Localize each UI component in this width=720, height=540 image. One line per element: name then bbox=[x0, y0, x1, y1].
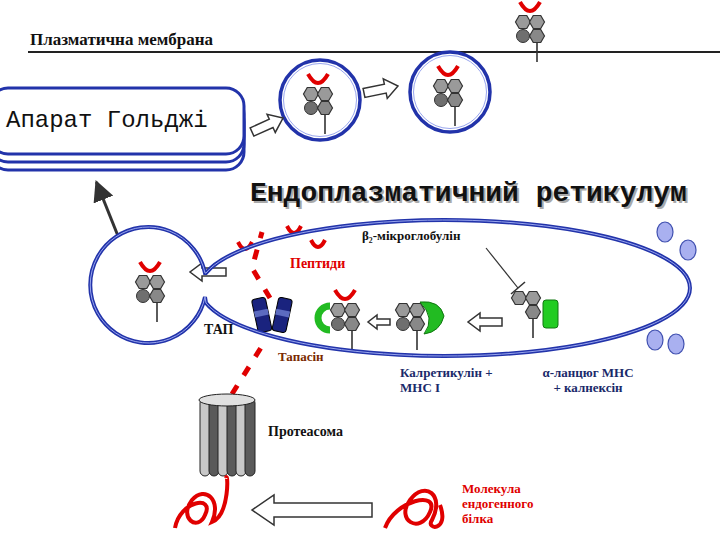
hexagon-domain bbox=[331, 304, 346, 317]
peptide bbox=[335, 290, 355, 299]
er-label: Ендоплазматичний ретикулум bbox=[250, 178, 687, 210]
tap-transporter bbox=[251, 297, 272, 333]
mhc-stem bbox=[454, 104, 456, 126]
hexagon-domain bbox=[150, 290, 165, 303]
protein-entering bbox=[175, 477, 227, 528]
hexagon-domain bbox=[448, 94, 463, 107]
hexagon-domain bbox=[410, 304, 425, 317]
hexagon-domain bbox=[526, 306, 541, 319]
hexagon-domain bbox=[318, 102, 333, 115]
hexagon-domain bbox=[530, 16, 545, 29]
beta2-microglobulin bbox=[657, 222, 673, 242]
block-arrow bbox=[368, 315, 390, 329]
calreticulin bbox=[420, 302, 444, 334]
hexagon-domain bbox=[136, 276, 151, 289]
hexagon-domain bbox=[512, 292, 527, 305]
tap-subunit bbox=[272, 297, 293, 333]
hexagon-domain bbox=[434, 80, 449, 93]
mhc-stem bbox=[156, 300, 158, 322]
hexagon-domain bbox=[530, 30, 545, 43]
mhc-molecule bbox=[304, 74, 333, 134]
hexagon-domain bbox=[345, 318, 360, 331]
inhibition-line bbox=[486, 248, 518, 288]
peptide-path bbox=[232, 346, 262, 394]
hexagon-domain bbox=[304, 88, 319, 101]
inhibition-bar bbox=[511, 282, 525, 294]
endoplasmic-reticulum: Ендоплазматичний ретикулум bbox=[88, 178, 700, 360]
er-membrane bbox=[90, 220, 690, 356]
mhc-molecule bbox=[512, 292, 541, 338]
mhc-molecule bbox=[434, 66, 463, 126]
beta2-microglobulin bbox=[647, 330, 663, 350]
mhc-molecule bbox=[136, 262, 165, 322]
mhc-stem bbox=[536, 40, 538, 62]
hexagon-domain bbox=[516, 16, 531, 29]
hexagon-domain bbox=[526, 292, 541, 305]
hexagon-domain bbox=[396, 304, 411, 317]
beta2-domain bbox=[435, 94, 448, 107]
hexagon-domain bbox=[318, 88, 333, 101]
vesicle bbox=[280, 60, 360, 140]
er-membrane-inner bbox=[90, 220, 690, 356]
golgi-cisterna bbox=[0, 88, 244, 154]
beta2-microglobulin bbox=[680, 240, 696, 260]
tap-band bbox=[275, 309, 290, 318]
proteasome bbox=[199, 394, 255, 476]
block-arrow bbox=[248, 109, 287, 141]
block-arrow bbox=[468, 313, 502, 331]
hexagon-domain bbox=[410, 318, 425, 331]
tapasin bbox=[318, 306, 330, 330]
vesicle-inner bbox=[284, 64, 357, 137]
plasma-membrane bbox=[28, 51, 720, 53]
mhc-stem bbox=[416, 328, 418, 350]
calreticulin-label: Калретикулін + МНС I bbox=[400, 366, 496, 396]
mhc-stem bbox=[532, 316, 534, 338]
beta2-microglobulin bbox=[668, 334, 684, 354]
proteasome-label: Протеасома bbox=[268, 424, 343, 440]
beta2-domain bbox=[305, 102, 318, 115]
mhc-molecule bbox=[516, 2, 545, 62]
vesicle-inner bbox=[414, 56, 487, 129]
proteasome-ring bbox=[245, 398, 255, 476]
mhc-molecule bbox=[396, 304, 425, 350]
peptide bbox=[520, 2, 540, 11]
peptide bbox=[438, 66, 458, 75]
peptide bbox=[311, 240, 325, 247]
peptide bbox=[140, 262, 160, 271]
membrane-label: Плазматична мембрана bbox=[30, 30, 213, 50]
tap-subunit bbox=[251, 297, 272, 333]
beta2-domain bbox=[332, 318, 345, 331]
endogenous-protein bbox=[385, 491, 442, 528]
hexagon-domain bbox=[448, 80, 463, 93]
tap-transporter bbox=[272, 297, 293, 333]
golgi-label: Апарат Гольджі bbox=[6, 107, 208, 135]
mhc-molecule bbox=[331, 290, 360, 350]
proteasome-top bbox=[199, 394, 255, 406]
mhc-stem bbox=[324, 112, 326, 134]
calnexin bbox=[543, 300, 558, 328]
protein-label: Молекула ендогенного білка bbox=[462, 482, 558, 527]
calnexin-label: α-ланцюг МНС + калнексін bbox=[540, 366, 636, 396]
block-arrow bbox=[362, 76, 400, 103]
tap-band bbox=[254, 309, 269, 318]
hexagon-domain bbox=[150, 276, 165, 289]
beta2-domain bbox=[397, 318, 410, 331]
peptide-label: Пептиди bbox=[290, 256, 345, 272]
hexagon-domain bbox=[345, 304, 360, 317]
mhc-stem bbox=[351, 328, 353, 350]
block-arrow bbox=[252, 495, 372, 525]
tapasin-label: Тапасін bbox=[278, 350, 324, 365]
peptide bbox=[308, 74, 328, 83]
beta2-domain bbox=[137, 290, 150, 303]
golgi-apparatus: Апарат Гольджі bbox=[0, 86, 246, 178]
beta2-label: β₂-мікроглобулін bbox=[362, 229, 460, 244]
beta2-domain bbox=[517, 30, 530, 43]
vesicle bbox=[410, 52, 490, 132]
flow-arrow bbox=[96, 182, 118, 236]
tap-label: ТАП bbox=[204, 322, 233, 338]
